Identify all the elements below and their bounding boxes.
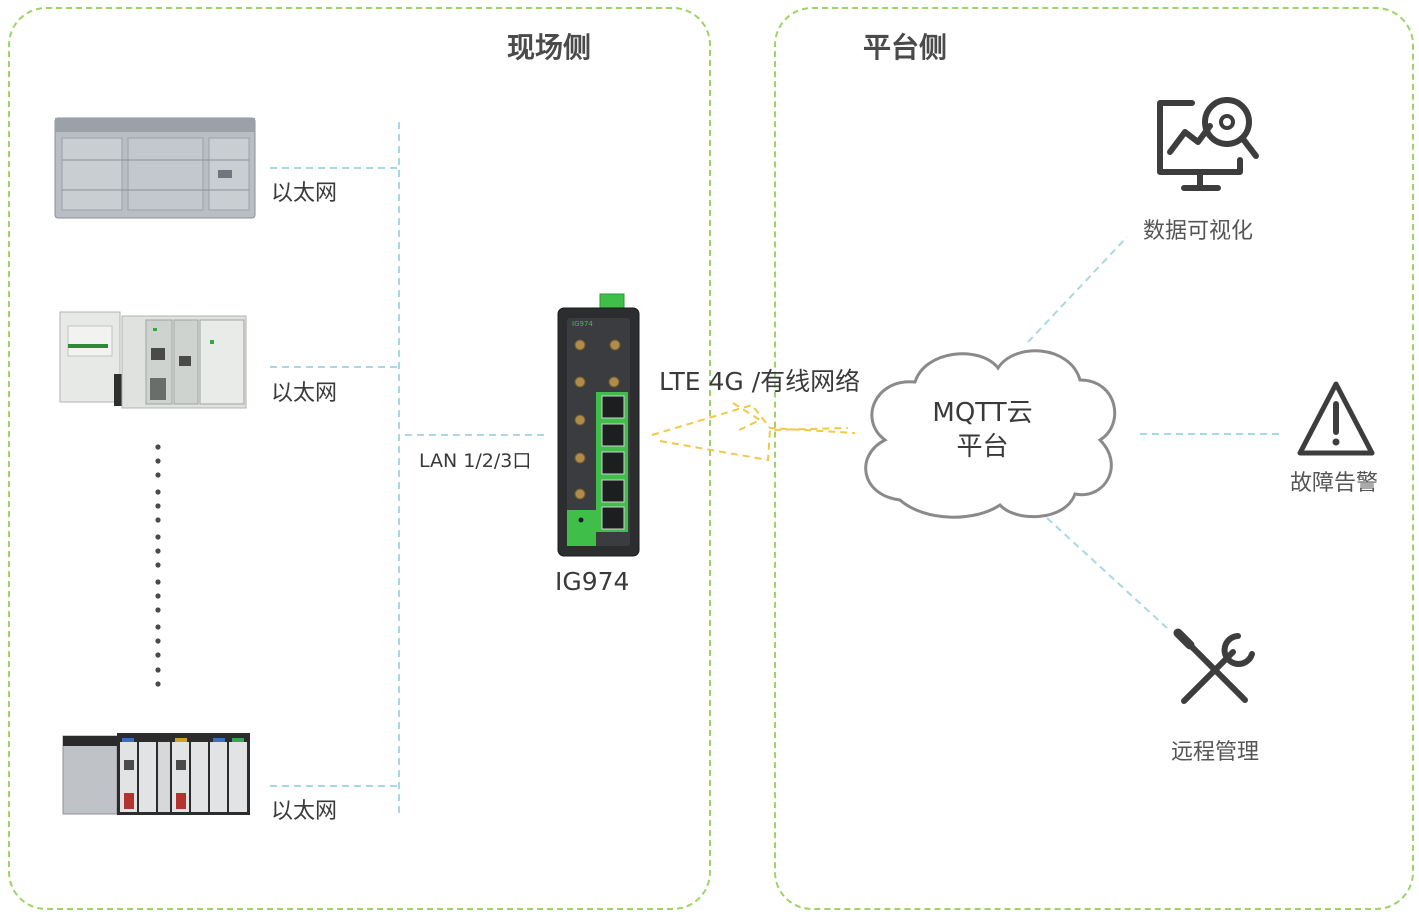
- gateway-front-label: IG974: [572, 320, 593, 328]
- gateway-device-icon: [557, 293, 640, 557]
- remote-management-label: 远程管理: [1171, 740, 1260, 765]
- wireless-link-icon: [651, 402, 856, 462]
- plc-device-1-icon: [54, 117, 256, 219]
- cloud-label-line2: 平台: [956, 432, 1009, 462]
- fault-alarm-label: 故障告警: [1290, 471, 1379, 496]
- warning-icon: [1297, 381, 1375, 456]
- cloud-icon: [864, 349, 1117, 519]
- cloud-label-line1: MQTT云: [932, 398, 1033, 428]
- plc-device-3-icon: [62, 733, 250, 815]
- cloud-label: MQTT云 平台: [920, 396, 1045, 464]
- gateway-model-label: IG974: [555, 567, 630, 596]
- plc1-ethernet-label: 以太网: [271, 181, 338, 206]
- platform-side-title: 平台侧: [863, 31, 948, 64]
- tools-icon: [1173, 628, 1255, 704]
- site-side-title: 现场侧: [507, 31, 592, 64]
- plc3-ethernet-label: 以太网: [271, 799, 338, 824]
- data-visualization-icon: [1157, 97, 1259, 191]
- cloud-to-visualization-line: [1027, 236, 1128, 343]
- cloud-to-remote-line: [1046, 517, 1168, 629]
- plc-device-2-icon: [59, 311, 247, 409]
- lan-ports-label: LAN 1/2/3口: [419, 450, 532, 472]
- more-devices-dots-icon: [155, 444, 161, 687]
- site-side-zone: [8, 7, 711, 910]
- platform-side-zone: [774, 7, 1414, 910]
- plc2-ethernet-label: 以太网: [271, 381, 338, 406]
- data-visualization-label: 数据可视化: [1143, 219, 1254, 244]
- uplink-label: LTE 4G /有线网络: [659, 367, 861, 396]
